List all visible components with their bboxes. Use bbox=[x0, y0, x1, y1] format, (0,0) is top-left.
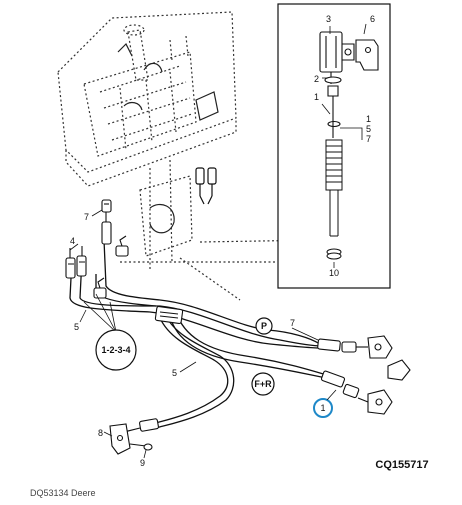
inset-panel: 3 6 2 1 1 5 7 10 bbox=[277, 3, 391, 289]
callout-5: 5 bbox=[366, 124, 371, 134]
callout-5-left: 5 bbox=[74, 322, 79, 332]
callout-7: 7 bbox=[366, 134, 371, 144]
figure-code: CQ155717 bbox=[375, 459, 428, 471]
callout-P-label: P bbox=[261, 321, 267, 331]
callout-P: P bbox=[255, 317, 273, 335]
threaded-shaft bbox=[325, 139, 343, 260]
highlight-ring bbox=[313, 398, 333, 418]
inset-leaders bbox=[321, 23, 367, 268]
inset-callouts: 3 6 2 1 1 5 7 10 bbox=[314, 14, 375, 278]
main-leaders bbox=[69, 209, 319, 459]
callout-8: 8 bbox=[98, 428, 103, 438]
callout-F-R: F+R bbox=[251, 372, 275, 396]
callout-9: 9 bbox=[140, 458, 145, 468]
callout-7-right: 7 bbox=[290, 318, 295, 328]
callout-F-R-label: F+R bbox=[254, 379, 272, 389]
callout-7-main: 7 bbox=[84, 212, 89, 222]
callout-10: 10 bbox=[329, 268, 339, 278]
callout-6: 6 bbox=[370, 14, 375, 24]
console-outline bbox=[57, 11, 321, 301]
end-connectors bbox=[317, 335, 411, 415]
callout-1: 1 bbox=[314, 92, 319, 102]
callout-4: 4 bbox=[70, 236, 75, 246]
left-connectors bbox=[65, 199, 112, 279]
callout-1-main: 1 bbox=[320, 403, 325, 413]
callout-5-lower: 5 bbox=[172, 368, 177, 378]
footer-caption: DQ53134 Deere bbox=[30, 488, 96, 498]
connector-pair-top bbox=[195, 167, 217, 205]
main-callouts: 7 4 5 5 7 8 9 bbox=[70, 212, 295, 468]
callout-1b: 1 bbox=[366, 114, 371, 124]
group-callout-1-2-3-4: 1-2-3-4 bbox=[95, 329, 137, 371]
callout-3: 3 bbox=[326, 14, 331, 24]
bundle-clamps bbox=[93, 235, 184, 325]
callout-2: 2 bbox=[314, 74, 319, 84]
callout-1-highlighted: 1 bbox=[313, 389, 337, 418]
callout-group-label: 1-2-3-4 bbox=[101, 345, 130, 355]
lever-top-assembly bbox=[319, 31, 379, 138]
bottom-fittings bbox=[109, 418, 159, 455]
console-detail bbox=[117, 42, 219, 234]
